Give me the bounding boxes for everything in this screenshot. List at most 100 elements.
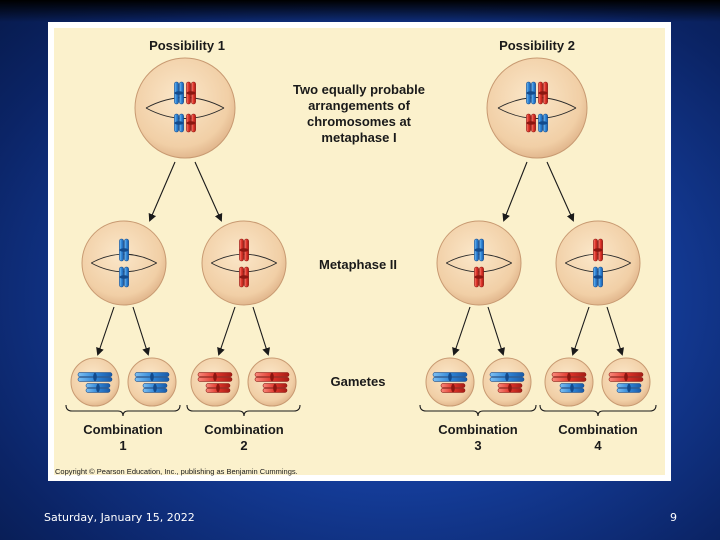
centromere [505, 372, 509, 382]
cell-membrane [247, 357, 297, 407]
spindle-fiber [565, 262, 631, 273]
metaphase-ii-label: Metaphase II [319, 257, 397, 272]
centromere [150, 372, 154, 382]
cell-membrane [425, 357, 475, 407]
cell-membrane [555, 220, 641, 306]
combination-2-number: 2 [240, 438, 247, 453]
centromere [593, 248, 603, 252]
spindle-fiber [446, 253, 512, 264]
centromere [216, 383, 220, 393]
cell-possibility-1-metaphase-i [134, 57, 236, 159]
arrow [132, 306, 150, 356]
centromere [270, 372, 274, 382]
centromere [593, 275, 603, 279]
arrow [452, 306, 471, 356]
spindle-fiber [145, 97, 225, 109]
arrow [217, 306, 236, 356]
cell-membrane [201, 220, 287, 306]
cell-metaphase-ii-4 [555, 220, 641, 306]
copyright-text: Copyright © Pearson Education, Inc., pub… [55, 467, 298, 476]
cell-metaphase-ii-2 [201, 220, 287, 306]
centromere [239, 248, 249, 252]
arrow [546, 161, 575, 222]
division-arrows [96, 161, 624, 356]
slide-top-shade [0, 0, 720, 22]
cell-membrane [544, 357, 594, 407]
arrow [252, 306, 270, 356]
gamete-2b [247, 357, 297, 407]
possibility-2-label: Possibility 2 [499, 38, 575, 53]
combination-brackets [65, 404, 657, 417]
gamete-1b [127, 357, 177, 407]
spindle-fiber [145, 107, 225, 119]
cell-metaphase-ii-3 [436, 220, 522, 306]
center-text-line-3: chromosomes at [307, 114, 412, 129]
centromere [174, 91, 184, 95]
centromere [153, 383, 157, 393]
cell-metaphase-ii-1 [81, 220, 167, 306]
centromere [174, 121, 184, 125]
arrow [194, 161, 223, 222]
combination-4-number: 4 [594, 438, 602, 453]
gamete-2a [190, 357, 240, 407]
centromere [186, 91, 196, 95]
cell-membrane [81, 220, 167, 306]
centromere [273, 383, 277, 393]
gamete-4a [544, 357, 594, 407]
centromere [186, 121, 196, 125]
bracket-2 [186, 404, 301, 417]
centromere [567, 372, 571, 382]
cell-membrane [486, 57, 588, 159]
spindle-fiber [565, 253, 631, 264]
arrow [487, 306, 505, 356]
bracket-4 [539, 404, 657, 417]
gamete-1a [70, 357, 120, 407]
centromere [538, 91, 548, 95]
bracket-3 [419, 404, 537, 417]
combination-4-label: Combination [558, 422, 637, 437]
centromere [474, 248, 484, 252]
slide-date: Saturday, January 15, 2022 [44, 511, 195, 524]
combination-3-label: Combination [438, 422, 517, 437]
combination-1-label: Combination [83, 422, 162, 437]
bracket-1 [65, 404, 181, 417]
arrow [606, 306, 624, 356]
centromere [119, 275, 129, 279]
slide-page-number: 9 [670, 511, 677, 524]
centromere [239, 275, 249, 279]
centromere [93, 372, 97, 382]
cell-membrane [70, 357, 120, 407]
centromere [96, 383, 100, 393]
center-text-line-1: Two equally probable [293, 82, 425, 97]
centromere [448, 372, 452, 382]
spindle-fiber [211, 262, 277, 273]
combination-3-number: 3 [474, 438, 481, 453]
cell-membrane [436, 220, 522, 306]
cells-layer [70, 57, 651, 407]
centromere [451, 383, 455, 393]
arrow [96, 306, 115, 356]
gamete-4b [601, 357, 651, 407]
centromere [627, 383, 631, 393]
spindle-fiber [497, 107, 577, 119]
gamete-3b [482, 357, 532, 407]
centromere [213, 372, 217, 382]
cell-membrane [601, 357, 651, 407]
spindle-fiber [91, 253, 157, 264]
cell-membrane [134, 57, 236, 159]
centromere [538, 121, 548, 125]
arrow [148, 161, 176, 222]
center-text-line-4: metaphase I [321, 130, 396, 145]
centromere [570, 383, 574, 393]
arrow [571, 306, 590, 356]
combination-2-label: Combination [204, 422, 283, 437]
center-text-line-2: arrangements of [308, 98, 411, 113]
cell-membrane [482, 357, 532, 407]
cell-possibility-2-metaphase-i [486, 57, 588, 159]
arrow [502, 161, 528, 222]
combination-1-number: 1 [119, 438, 126, 453]
possibility-1-label: Possibility 1 [149, 38, 225, 53]
centromere [119, 248, 129, 252]
centromere [526, 121, 536, 125]
